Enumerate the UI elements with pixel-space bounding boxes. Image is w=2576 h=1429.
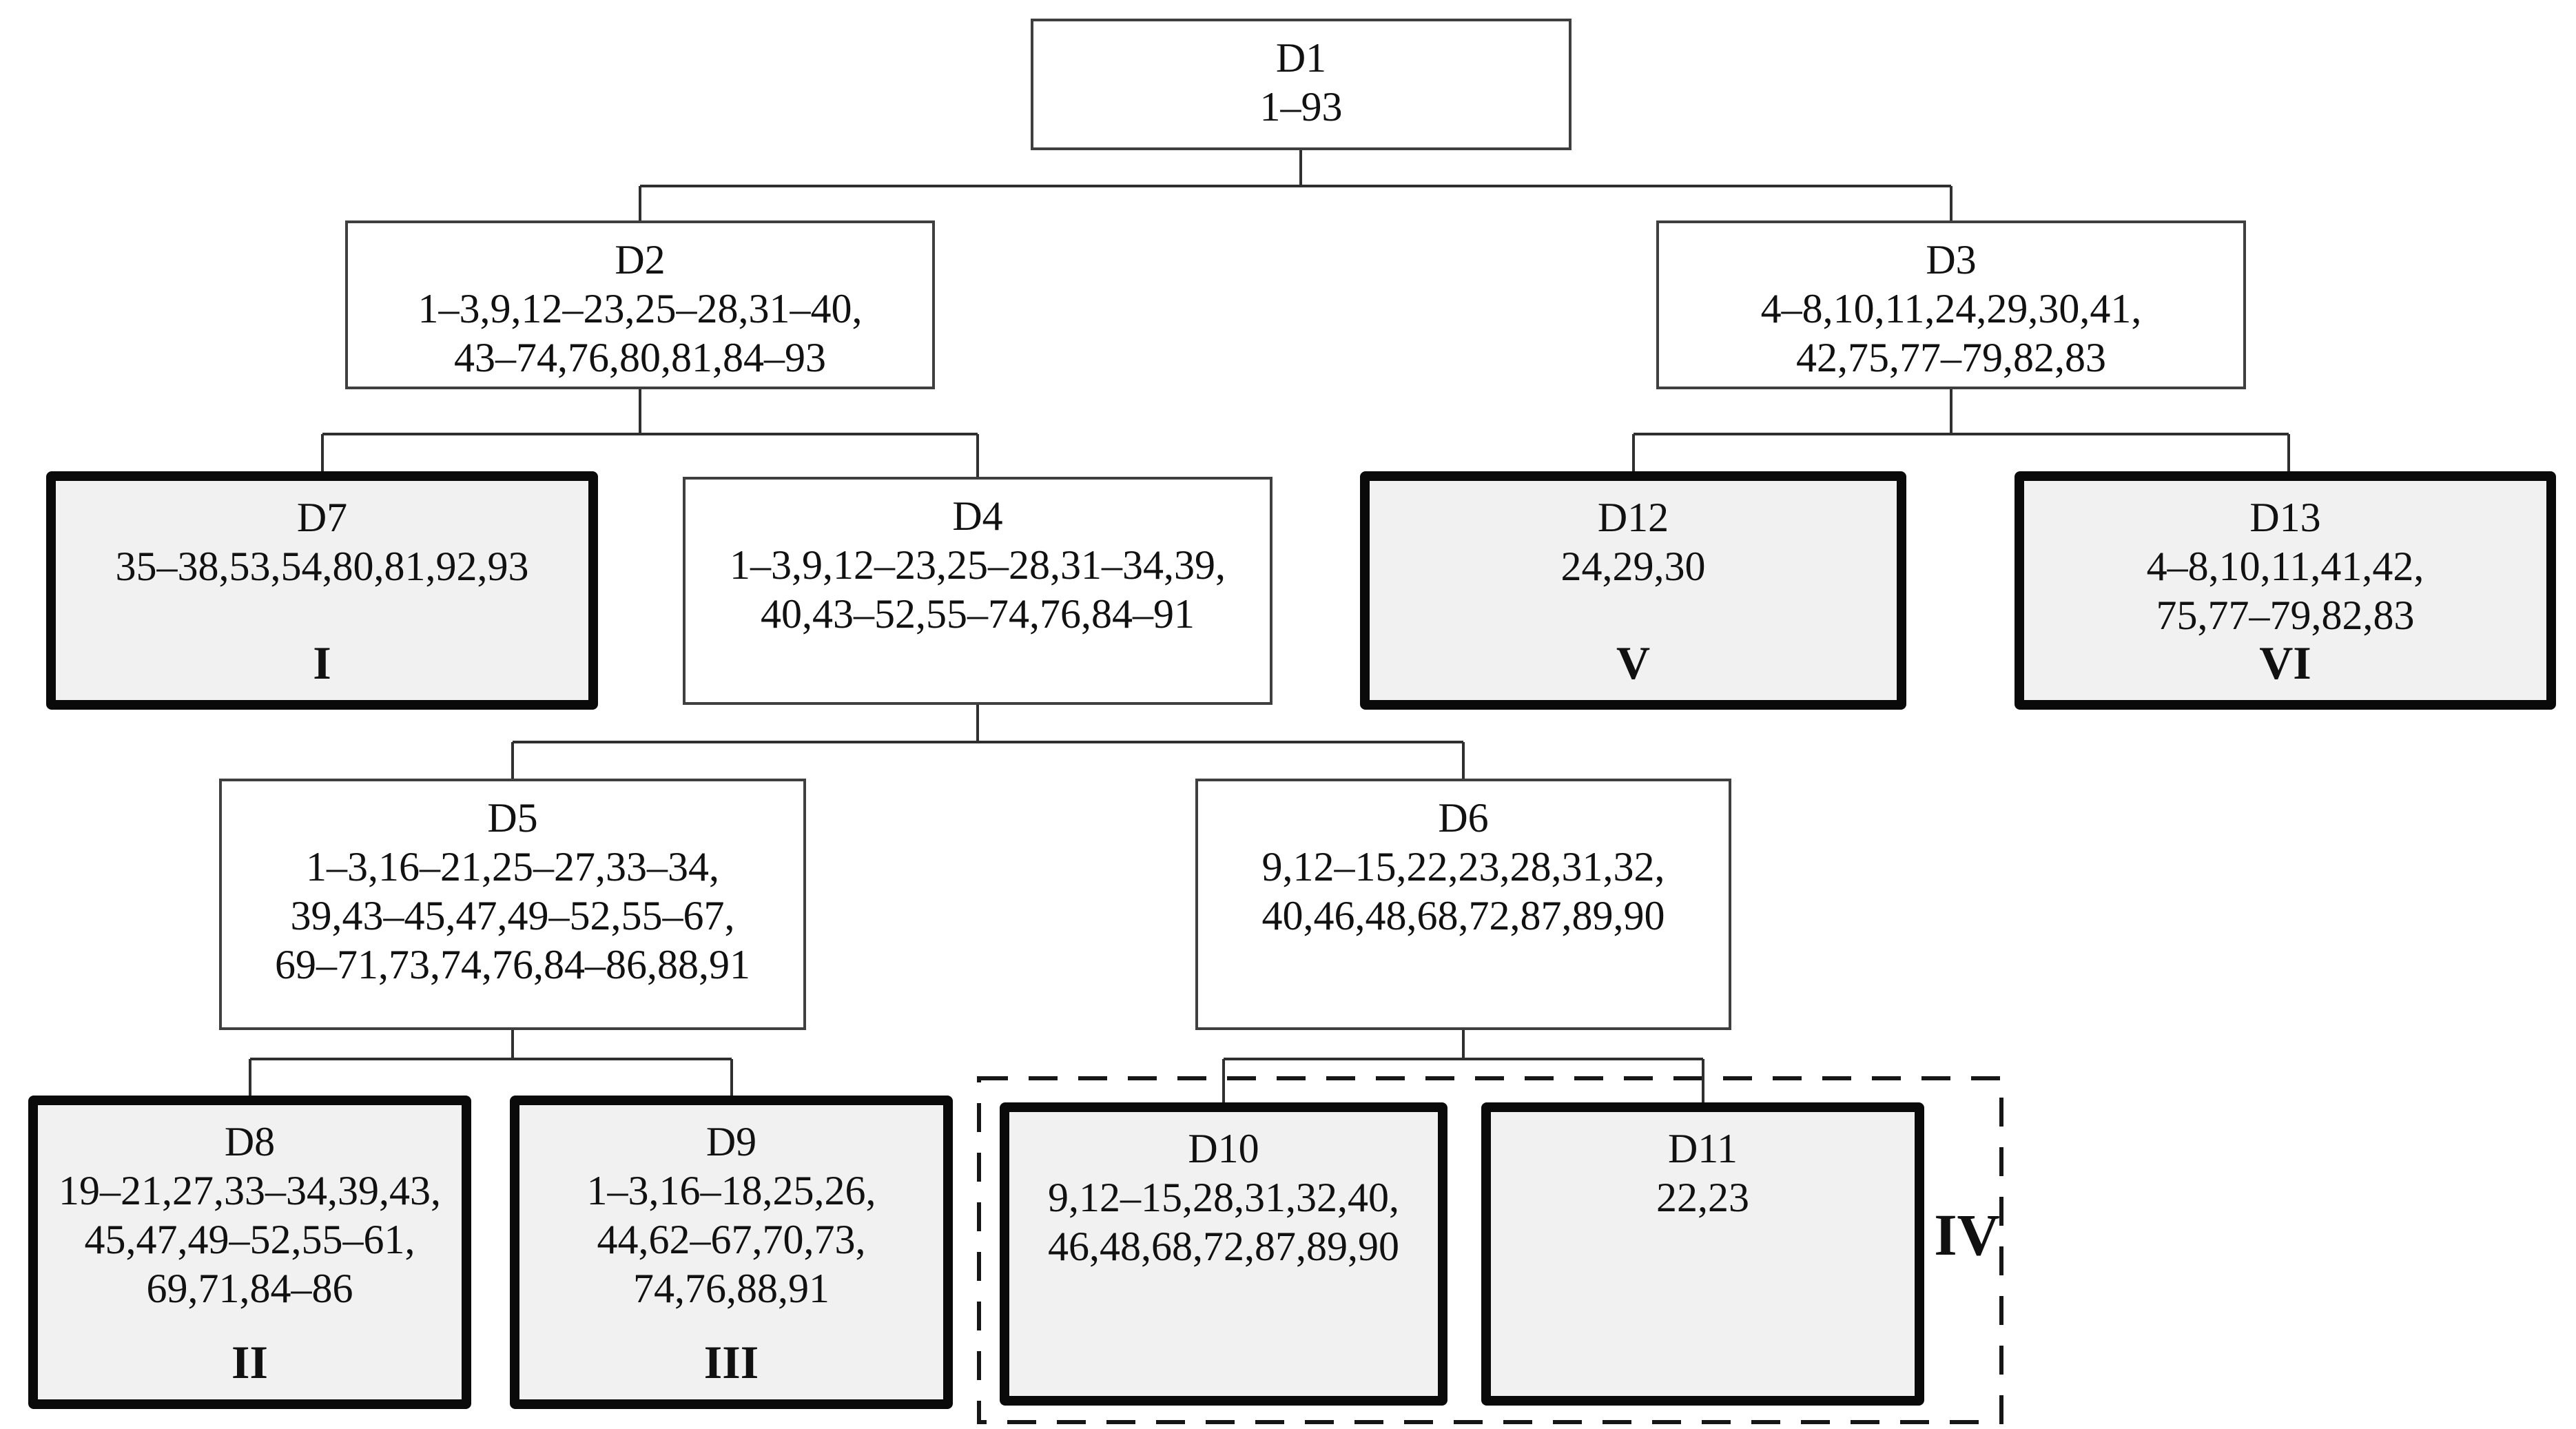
node-d11: D11 22,23 (1481, 1102, 1924, 1406)
node-title: D10 (1188, 1126, 1259, 1171)
range-line: 69,71,84–86 (146, 1266, 353, 1311)
node-ranges: 19–21,27,33–34,39,43, 45,47,49–52,55–61,… (38, 1166, 462, 1313)
group-iv-label: IV (1934, 1202, 2000, 1268)
node-title: D7 (296, 495, 348, 540)
group-iv-dashed-box (977, 1076, 2003, 1424)
range-line: 19–21,27,33–34,39,43, (59, 1168, 441, 1213)
range-line: 74,76,88,91 (633, 1266, 830, 1311)
node-d7: D7 35–38,53,54,80,81,92,93 I (46, 471, 598, 710)
range-line: 75,77–79,82,83 (2156, 593, 2415, 638)
node-d8: D8 19–21,27,33–34,39,43, 45,47,49–52,55–… (28, 1096, 471, 1409)
node-d9: D9 1–3,16–18,25,26, 44,62–67,70,73, 74,7… (510, 1096, 953, 1409)
range-line: 1–93 (1259, 84, 1343, 130)
node-title: D12 (1597, 495, 1669, 540)
node-d4: D4 1–3,9,12–23,25–28,31–34,39, 40,43–52,… (683, 477, 1272, 705)
node-ranges: 1–3,16–18,25,26, 44,62–67,70,73, 74,76,8… (519, 1166, 943, 1313)
node-ranges: 35–38,53,54,80,81,92,93 (56, 542, 588, 591)
node-d6: D6 9,12–15,22,23,28,31,32, 40,46,48,68,7… (1195, 779, 1731, 1030)
range-line: 40,43–52,55–74,76,84–91 (761, 591, 1195, 637)
range-line: 1–3,16–18,25,26, (586, 1168, 876, 1213)
connector-d6-children (1222, 1030, 1704, 1104)
cluster-numeral: VI (2259, 637, 2311, 689)
node-d10: D10 9,12–15,28,31,32,40, 46,48,68,72,87,… (1000, 1102, 1447, 1406)
range-line: 1–3,9,12–23,25–28,31–34,39, (730, 542, 1226, 588)
cluster-numeral: V (1616, 637, 1651, 689)
connector-d3-children (1632, 389, 2290, 473)
node-d12: D12 24,29,30 V (1360, 471, 1906, 710)
node-title: D11 (1667, 1126, 1738, 1171)
connector-d2-children (321, 389, 979, 478)
range-line: 9,12–15,22,23,28,31,32, (1261, 844, 1665, 890)
range-line: 40,46,48,68,72,87,89,90 (1261, 893, 1665, 938)
node-ranges: 1–3,9,12–23,25–28,31–34,39, 40,43–52,55–… (686, 541, 1270, 639)
connector-d4-children (511, 705, 1465, 780)
range-line: 46,48,68,72,87,89,90 (1048, 1224, 1399, 1269)
range-line: 35–38,53,54,80,81,92,93 (115, 544, 529, 589)
node-title: D1 (1275, 35, 1327, 81)
node-ranges: 1–3,9,12–23,25–28,31–40, 43–74,76,80,81,… (348, 285, 932, 382)
node-ranges: 9,12–15,22,23,28,31,32, 40,46,48,68,72,8… (1198, 843, 1729, 940)
node-title: D3 (1926, 237, 1977, 282)
node-d3: D3 4–8,10,11,24,29,30,41, 42,75,77–79,82… (1656, 220, 2246, 389)
range-line: 42,75,77–79,82,83 (1796, 335, 2106, 380)
node-ranges: 4–8,10,11,24,29,30,41, 42,75,77–79,82,83 (1659, 285, 2243, 382)
node-title: D6 (1438, 795, 1489, 841)
node-ranges: 22,23 (1491, 1173, 1915, 1222)
node-ranges: 4–8,10,11,41,42, 75,77–79,82,83 (2024, 542, 2546, 640)
range-line: 69–71,73,74,76,84–86,88,91 (275, 942, 750, 987)
node-title: D2 (615, 237, 666, 282)
node-title: D5 (487, 795, 538, 841)
range-line: 9,12–15,28,31,32,40, (1048, 1175, 1399, 1220)
cluster-numeral: III (703, 1336, 759, 1388)
range-line: 1–3,16–21,25–27,33–34, (306, 844, 719, 890)
connector-d1-children (639, 150, 1952, 222)
range-line: 4–8,10,11,24,29,30,41, (1760, 286, 2142, 331)
range-line: 4–8,10,11,41,42, (2146, 544, 2424, 589)
range-line: 45,47,49–52,55–61, (84, 1217, 415, 1262)
cluster-numeral: I (313, 637, 331, 689)
node-ranges: 1–93 (1033, 83, 1569, 132)
range-line: 22,23 (1656, 1175, 1749, 1220)
node-d13: D13 4–8,10,11,41,42, 75,77–79,82,83 VI (2015, 471, 2556, 710)
node-title: D13 (2249, 495, 2321, 540)
node-ranges: 24,29,30 (1370, 542, 1897, 591)
range-line: 44,62–67,70,73, (597, 1217, 866, 1262)
range-line: 39,43–45,47,49–52,55–67, (290, 893, 735, 938)
connector-d5-children (249, 1030, 733, 1097)
range-line: 24,29,30 (1560, 544, 1706, 589)
node-title: D8 (224, 1119, 276, 1164)
node-ranges: 9,12–15,28,31,32,40, 46,48,68,72,87,89,9… (1009, 1173, 1438, 1271)
range-line: 43–74,76,80,81,84–93 (454, 335, 826, 380)
node-d5: D5 1–3,16–21,25–27,33–34, 39,43–45,47,49… (219, 779, 806, 1030)
range-line: 1–3,9,12–23,25–28,31–40, (418, 286, 863, 331)
node-d2: D2 1–3,9,12–23,25–28,31–40, 43–74,76,80,… (345, 220, 935, 389)
node-ranges: 1–3,16–21,25–27,33–34, 39,43–45,47,49–52… (222, 843, 803, 989)
cluster-numeral: II (231, 1336, 268, 1388)
node-title: D4 (952, 493, 1003, 539)
node-title: D9 (705, 1119, 757, 1164)
node-d1: D1 1–93 (1031, 19, 1572, 150)
